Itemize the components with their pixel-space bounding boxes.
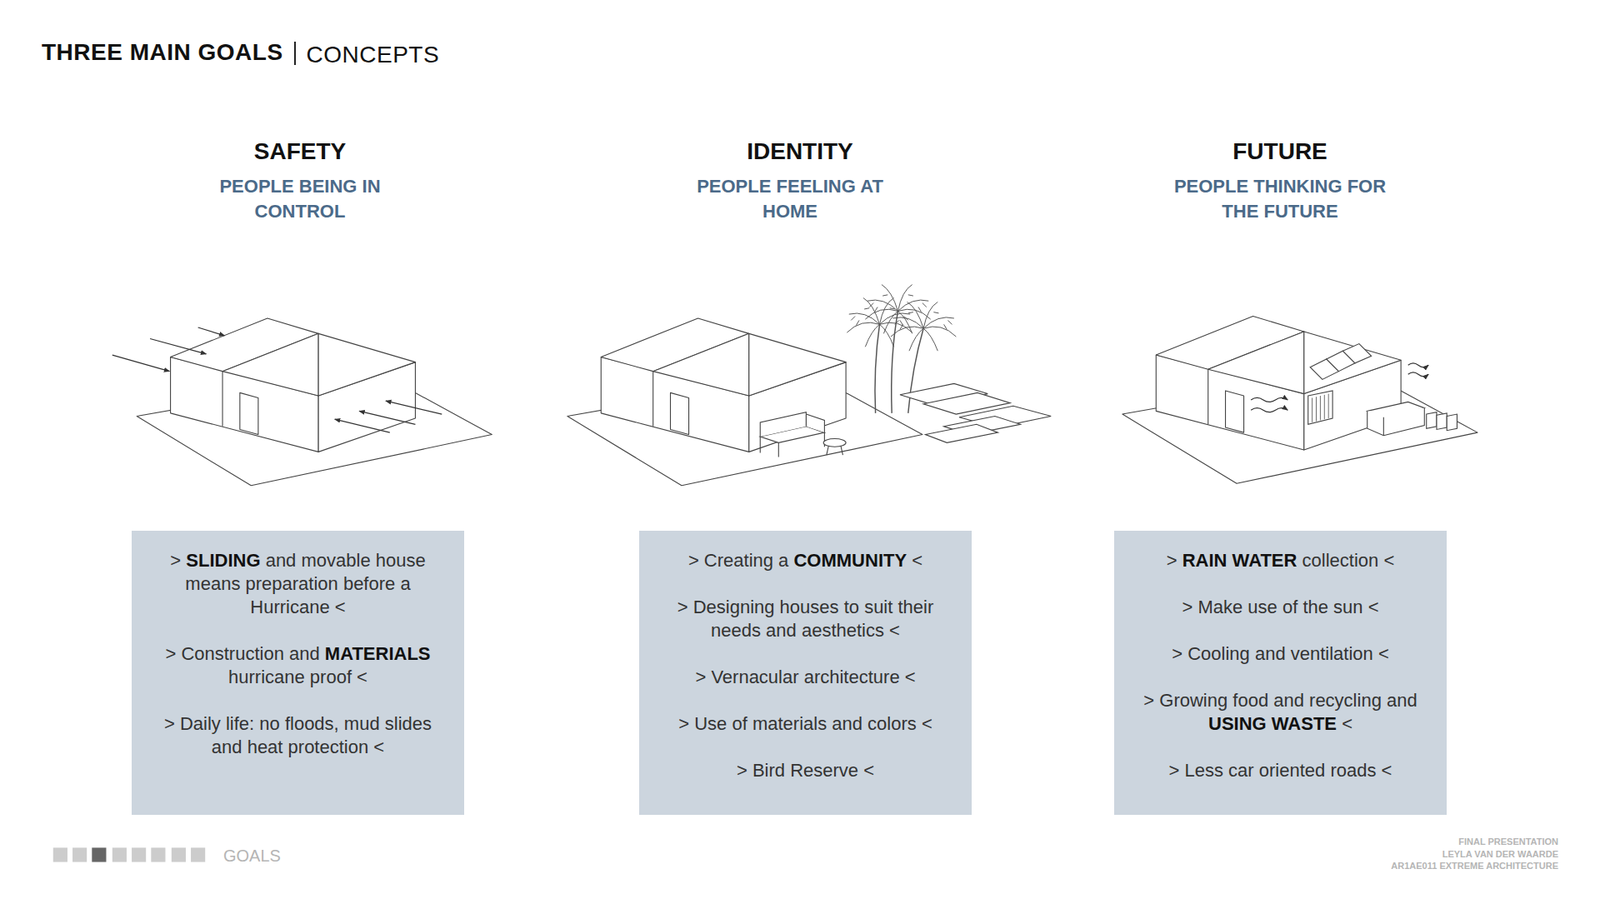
safety-house [335,419,390,433]
identity-house [826,445,844,455]
future-house [1122,316,1478,485]
identity-house [567,285,1051,486]
goal-point: > Designing houses to suit their needs a… [655,595,955,643]
safety-house [112,327,442,433]
future-house [1436,413,1447,430]
progress-squares [91,847,106,862]
future-house [1312,394,1330,423]
progress-squares [131,847,146,862]
future-house [1312,394,1330,423]
future-house [1426,412,1437,430]
future-house [1308,390,1333,425]
goal-subtitle: PEOPLE THINKING FOR THE FUTURE [1163,174,1397,225]
title-subtitle: CONCEPTS [306,39,440,71]
safety-house [136,318,492,486]
footer-note: LEYLA VAN DER WAARDE [1442,848,1559,861]
identity-house [925,424,999,443]
progress-squares [171,847,186,862]
goal-point: > RAIN WATER collection < [1130,549,1430,573]
future-house [1367,408,1425,436]
goal-point: > Bird Reserve < [655,759,955,783]
progress-squares [190,847,205,862]
safety-house [198,327,225,336]
goal-box: > SLIDING and movable house means prepar… [131,530,465,815]
future-house [1122,316,1478,485]
goal-heading: IDENTITY [746,135,854,168]
goal-box: > RAIN WATER collection < > Make use of t… [1114,530,1447,815]
footer-note: AR1AE011 EXTREME ARCHITECTURE [1390,860,1559,873]
identity-house [823,438,846,447]
progress-squares [150,847,165,862]
safety-house [359,410,415,425]
future-house [1408,363,1429,368]
safety-house [112,318,492,486]
progress-squares [53,847,205,862]
future-house [1446,414,1457,431]
safety-house [112,355,170,372]
progress-squares [112,847,127,862]
goal-box: > Creating a COMMUNITY < > Designing hous… [639,530,972,815]
safety-house [150,338,206,354]
goal-point: > Creating a COMMUNITY < [655,549,955,573]
page-title: THREE MAIN GOALS [41,39,284,66]
goal-point: > Cooling and ventilation < [1130,642,1430,666]
identity-house [900,383,1051,443]
future-house [1250,363,1429,413]
future-house [1342,344,1371,364]
identity-house [760,412,846,458]
goal-point: > Daily life: no floods, mud slides and … [148,712,448,760]
footer-note: FINAL PRESENTATION [1458,835,1559,849]
safety-house [385,400,442,415]
goal-subtitle: PEOPLE FEELING AT HOME [681,174,899,225]
title-separator [294,41,296,65]
future-house [1308,344,1458,436]
identity-house [567,318,923,486]
goal-point: > Less car oriented roads < [1130,759,1430,783]
progress-squares [53,847,68,862]
identity-house [891,310,899,413]
identity-house [890,301,956,351]
goal-point: > Construction and MATERIALS hurricane p… [148,642,448,690]
future-house [1408,372,1429,377]
identity-house [760,412,806,437]
goal-subtitle: PEOPLE BEING IN CONTROL [200,174,400,225]
identity-house [846,298,912,348]
future-house [1250,397,1288,402]
future-house [1250,408,1288,413]
goal-point: > Vernacular architecture < [655,665,955,690]
goal-point: > Make use of the sun < [1130,595,1430,620]
progress-squares [72,847,87,862]
goal-heading: FUTURE [1232,135,1328,168]
identity-house [875,324,880,414]
goal-point: > Growing food and recycling and USING W… [1130,689,1430,736]
goal-point: > SLIDING and movable house means prepar… [148,549,448,620]
section-name: GOALS [223,845,281,868]
goal-point: > Use of materials and colors < [655,712,955,736]
goal-heading: SAFETY [254,135,346,168]
